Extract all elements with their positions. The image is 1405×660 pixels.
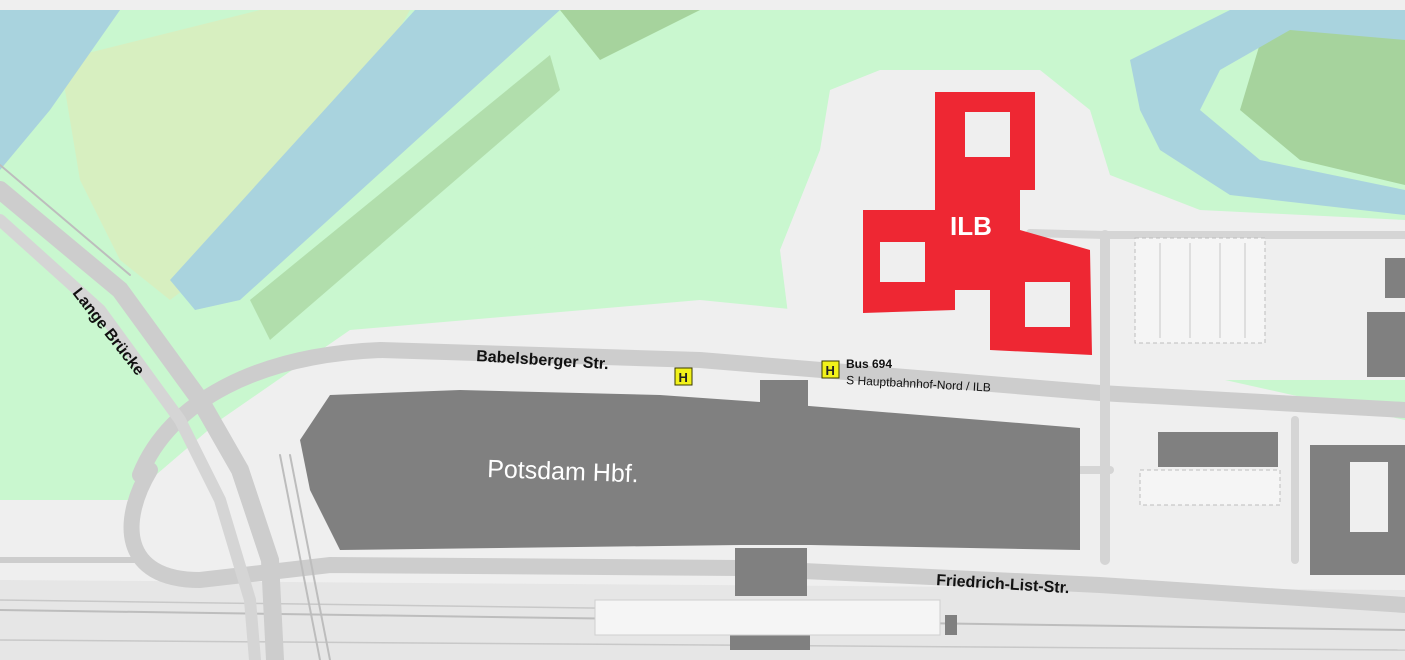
building-courtyard bbox=[1350, 462, 1388, 532]
road-lange-bruecke bbox=[0, 181, 284, 660]
building-potsdam-hbf bbox=[300, 390, 1080, 550]
platform bbox=[594, 599, 941, 636]
bus-stop-icon[interactable]: H bbox=[821, 360, 840, 379]
place-label-ilb: ILB bbox=[950, 211, 992, 241]
river bbox=[0, 10, 1405, 310]
bus-line-label: Bus 694 bbox=[846, 357, 892, 371]
roads bbox=[0, 164, 1405, 660]
ilb-building bbox=[863, 92, 1092, 355]
place-label-potsdam-hbf: Potsdam Hbf. bbox=[487, 455, 639, 488]
parking-areas bbox=[1134, 237, 1281, 506]
road-babelsberger bbox=[132, 341, 1405, 483]
buildings bbox=[300, 258, 1405, 650]
svg-text:H: H bbox=[679, 370, 688, 385]
svg-text:H: H bbox=[826, 363, 835, 378]
bus-stop-icon[interactable]: H bbox=[674, 367, 693, 386]
